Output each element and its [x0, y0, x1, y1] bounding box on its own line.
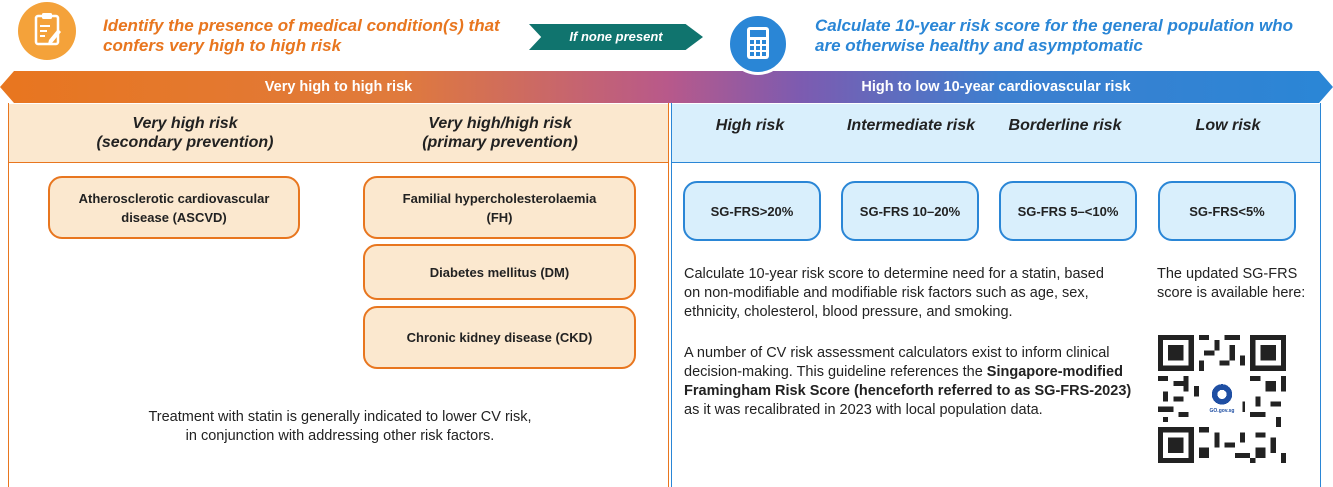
col-head-low: Low risk: [1195, 117, 1261, 134]
col-head-very-high-high-l2: (primary prevention): [422, 134, 578, 151]
dm-box: Diabetes mellitus (DM): [363, 244, 636, 300]
high-risk-box: SG-FRS>20%: [683, 181, 821, 241]
sg-frs-reference: Singapore-modified Framingham Risk Score…: [684, 364, 1132, 399]
treatment-line-2: in conjunction with addressing other ris…: [185, 428, 495, 444]
left-subheader: [9, 104, 668, 163]
header-left-text: Identify the presence of medical conditi…: [103, 16, 500, 55]
intermediate-risk-box: SG-FRS 10–20%: [841, 181, 979, 241]
calculators-text-pre: A number of CV risk assessment calculato…: [684, 345, 1110, 380]
qr-logo-text: GO.gov.sg: [1209, 408, 1235, 414]
right-subheader: [672, 104, 1320, 163]
banner-right-label: High to low 10-year cardiovascular risk: [861, 79, 1131, 95]
banner-left-label: Very high to high risk: [264, 79, 413, 95]
qr-code[interactable]: GO.gov.sg: [1158, 335, 1286, 463]
if-none-present-arrow: If none present: [529, 24, 703, 50]
col-head-very-high: Very high risk (secondary prevention): [70, 114, 300, 152]
col-head-borderline: Borderline risk: [1008, 117, 1122, 134]
clipboard-icon: [18, 2, 76, 60]
col-head-very-high-l2: (secondary prevention): [96, 134, 274, 151]
borderline-risk-box: SG-FRS 5–<10%: [999, 181, 1137, 241]
right-panel: [671, 103, 1321, 487]
calculator-icon: [727, 13, 789, 75]
ckd-box: Chronic kidney disease (CKD): [363, 306, 636, 369]
col-head-very-high-high: Very high/high risk (primary prevention): [385, 114, 615, 152]
calculators-paragraph: A number of CV risk assessment calculato…: [684, 344, 1134, 420]
ascvd-box: Atherosclerotic cardiovascular disease (…: [48, 176, 300, 239]
left-panel: [8, 103, 669, 487]
risk-banner: [0, 71, 1333, 103]
fh-box: Familial hypercholesterolaemia (FH): [363, 176, 636, 239]
calculators-text-post: as it was recalibrated in 2023 with loca…: [684, 402, 1043, 418]
treatment-text: Treatment with statin is generally indic…: [60, 408, 620, 446]
risk-score-paragraph: Calculate 10-year risk score to determin…: [684, 266, 1104, 320]
low-risk-box: SG-FRS<5%: [1158, 181, 1296, 241]
col-head-high: High risk: [715, 117, 785, 134]
col-head-very-high-l1: Very high risk: [132, 115, 238, 132]
qr-caption: The updated SG-FRS score is available he…: [1157, 266, 1306, 301]
header-right-text: Calculate 10-year risk score for the gen…: [815, 16, 1294, 55]
col-head-very-high-high-l1: Very high/high risk: [428, 115, 572, 132]
treatment-line-1: Treatment with statin is generally indic…: [148, 409, 532, 425]
col-head-intermediate: Intermediate risk: [846, 117, 976, 134]
